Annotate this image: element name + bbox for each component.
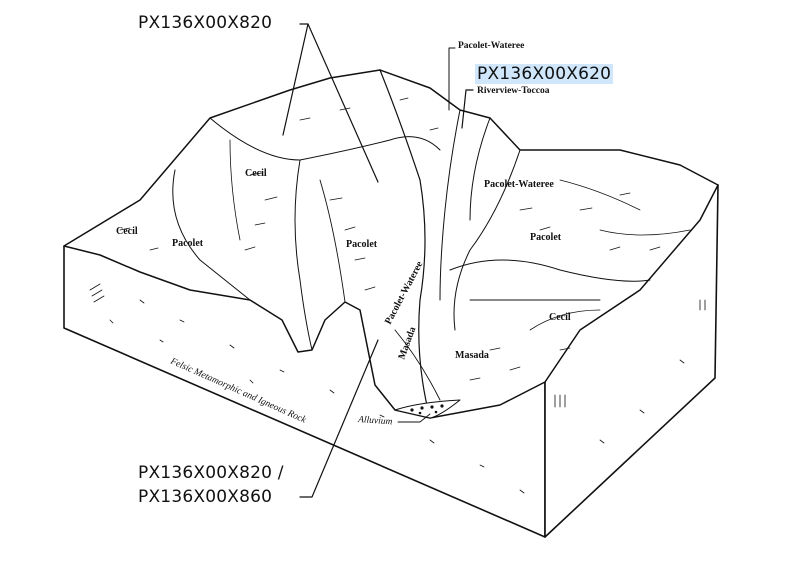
lower-code-separator: / [277, 463, 284, 483]
upland-leader [282, 23, 379, 183]
soil-label-pacolet-left: Pacolet [172, 238, 204, 249]
riverview-map-unit-code: PX136X00X620 [475, 64, 614, 84]
lower-map-unit-code-2: PX136X00X860 [138, 487, 273, 507]
pacolet-wateree-top-leader [448, 47, 456, 111]
soil-label-pacolet-center: Pacolet [346, 239, 378, 250]
lower-code-1-text: PX136X00X820 [138, 463, 273, 483]
lower-leader [299, 339, 379, 498]
block-right-face [544, 184, 719, 538]
upland-map-unit-code: PX136X00X820 [138, 13, 273, 33]
riverview-leader [461, 89, 474, 129]
lower-map-unit-code-1: PX136X00X820 / [138, 463, 284, 483]
riverview-toccoa-label: Riverview-Toccoa [477, 86, 550, 96]
soil-label-pacolet-right: Pacolet [530, 232, 562, 243]
soil-label-pacolet-wateree-mid: Pacolet-Wateree [484, 179, 554, 190]
alluvium-leader [397, 413, 431, 423]
soil-label-cecil-left: Cecil [116, 226, 138, 237]
soil-label-cecil-right: Cecil [549, 312, 571, 323]
soil-label-cecil-top: Cecil [245, 168, 267, 179]
landscape-surface-outline [63, 69, 719, 419]
alluvium-label: Alluvium [357, 415, 393, 427]
pacolet-wateree-top-label: Pacolet-Wateree [458, 41, 525, 51]
soil-label-masada-low: Masada [455, 350, 489, 361]
